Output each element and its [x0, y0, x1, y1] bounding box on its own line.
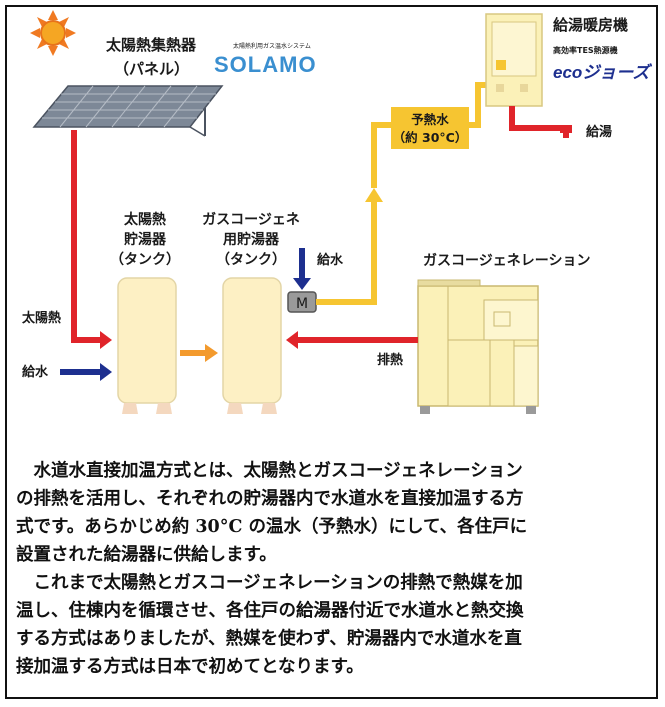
solamo-logo: SOLAMO [214, 52, 317, 77]
paragraph-2-line-4: 接加温する方式は日本で初めてとなります。 [16, 657, 364, 677]
mixing-valve-label: M [296, 296, 308, 312]
ecojozu-logo: ecoジョーズ [553, 63, 652, 82]
preheat-pipe-upper [371, 82, 496, 188]
paragraph-2: これまで太陽熱とガスコージェネレーションの排熱で熱媒を加 温し、住棟内を循環させ… [16, 569, 652, 681]
heater-title: 給湯暖房機 [553, 16, 628, 34]
water-inlet-left-label: 給水 [22, 364, 49, 380]
paragraph-1-line-4: 設置された給湯器に供給します。 [16, 545, 277, 565]
hot-water-pipe [509, 106, 569, 138]
exhaust-heat-arrow [286, 331, 298, 349]
paragraph-2-line-3: する方式はありましたが、熱媒を使わず、貯湯器内で水道水を直 [16, 629, 522, 649]
solar-panel [32, 85, 224, 137]
heater-tagline: 高効率TES熱源機 [553, 45, 618, 55]
cogen-tank-label-3: （タンク） [216, 252, 286, 268]
preheat-pipe-lower [316, 200, 377, 305]
solar-heat-pipe [71, 130, 100, 343]
paragraph-2-line-2: 温し、住棟内を循環させ、各住戸の給湯器付近で水道水と熱交換 [16, 601, 524, 621]
preheat-label-box [391, 107, 469, 149]
preheat-up-arrow [365, 188, 383, 202]
water-inlet-top-label: 給水 [317, 252, 344, 268]
collector-subtitle: （パネル） [114, 60, 189, 78]
exhaust-heat-label: 排熱 [377, 352, 403, 368]
cogen-tank [222, 277, 282, 414]
cogen-tank-label-1: ガスコージェネ [202, 212, 300, 228]
preheat-label-1: 予熱水 [411, 112, 449, 127]
solar-tank-label-3: （タンク） [110, 252, 180, 268]
water-inlet-top-arrow [293, 278, 311, 290]
cogen-tank-label-2: 用貯湯器 [223, 231, 280, 248]
paragraph-1-line-1: 水道水直接加温方式とは、太陽熱とガスコージェネレーション [16, 461, 523, 481]
solar-heat-arrow [100, 331, 112, 349]
paragraph-1-line-3: 式です。あらかじめ約 30°C の温水（予熱水）にして、各住戸に [16, 517, 528, 537]
preheat-label-2: （約 30°C） [393, 130, 468, 145]
solamo-tagline: 太陽熱利用ガス温水システム [233, 42, 311, 50]
paragraph-1-line-2: の排熱を活用し、それぞれの貯湯器内で水道水を直接加温する方 [16, 489, 524, 509]
faucet-icon [560, 125, 572, 133]
cogen-unit [417, 279, 539, 414]
hot-water-label: 給湯 [586, 124, 612, 140]
solar-heat-label: 太陽熱 [21, 310, 61, 326]
solar-tank-label-2: 貯湯器 [124, 231, 167, 248]
water-inlet-left-arrow [100, 363, 112, 381]
transfer-arrow [205, 344, 218, 362]
collector-title: 太陽熱集熱器 [106, 36, 197, 54]
paragraph-1: 水道水直接加温方式とは、太陽熱とガスコージェネレーション の排熱を活用し、それぞ… [16, 457, 652, 569]
sun-icon [30, 10, 76, 56]
paragraph-2-line-1: これまで太陽熱とガスコージェネレーションの排熱で熱媒を加 [16, 573, 523, 593]
solar-tank-label-1: 太陽熱 [124, 211, 166, 228]
solar-tank [117, 277, 177, 414]
cogen-unit-label: ガスコージェネレーション [423, 253, 590, 269]
water-heater-unit [485, 13, 543, 107]
